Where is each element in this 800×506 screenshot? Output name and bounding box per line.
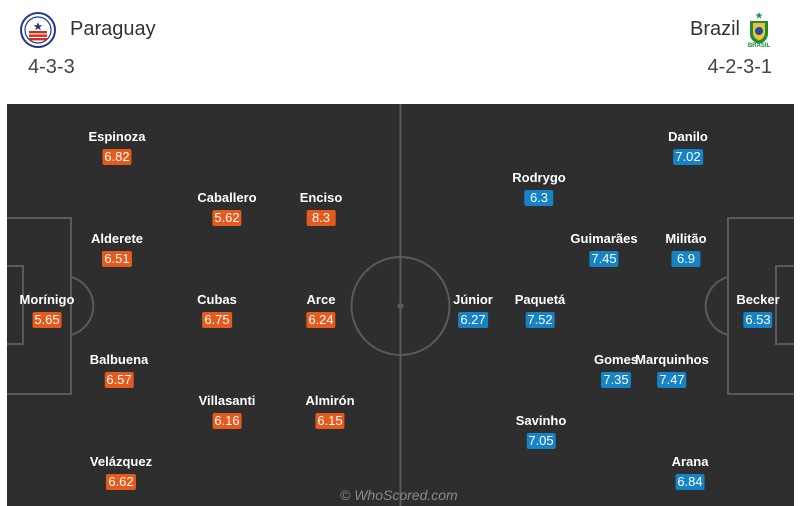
player-cubas[interactable]: Cubas 6.75 (197, 292, 237, 329)
player-militao[interactable]: Militão 6.9 (665, 231, 707, 268)
player-rating: 6.24 (306, 312, 336, 328)
player-name: Militão (665, 231, 707, 246)
player-rating: 7.45 (589, 251, 619, 267)
player-rating: 6.15 (315, 413, 345, 429)
player-name: Morínigo (19, 292, 75, 307)
player-name: Paquetá (514, 292, 566, 307)
player-paqueta[interactable]: Paquetá 7.52 (514, 292, 566, 329)
player-name: Espinoza (88, 129, 146, 144)
player-rating: 6.62 (106, 474, 136, 490)
player-becker[interactable]: Becker 6.53 (736, 292, 780, 329)
pitch-markings (7, 104, 794, 506)
player-name: Arce (306, 292, 336, 307)
player-rodrygo[interactable]: Rodrygo 6.3 (512, 170, 566, 207)
player-almiron[interactable]: Almirón 6.15 (305, 393, 355, 430)
player-rating: 7.02 (673, 149, 703, 165)
player-morinigo[interactable]: Morínigo 5.65 (19, 292, 75, 329)
player-name: Cubas (197, 292, 237, 307)
player-arce[interactable]: Arce 6.24 (306, 292, 336, 329)
player-savinho[interactable]: Savinho 7.05 (515, 413, 567, 450)
player-name: Guimarães (570, 231, 638, 246)
player-danilo[interactable]: Danilo 7.02 (668, 129, 708, 166)
player-name: Danilo (668, 129, 708, 144)
player-name: Alderete (90, 231, 144, 246)
player-junior[interactable]: Júnior 6.27 (453, 292, 493, 329)
away-team-name[interactable]: Brazil (689, 18, 740, 40)
player-name: Savinho (515, 413, 567, 428)
home-formation: 4-3-3 (28, 56, 75, 78)
player-name: Arana (671, 454, 709, 469)
brazil-crest-icon: BRASIL (746, 10, 772, 50)
player-rating: 6.84 (675, 474, 705, 490)
player-name: Almirón (305, 393, 355, 408)
whoscored-watermark: © WhoScored.com (340, 487, 458, 503)
player-rating: 7.35 (601, 372, 631, 388)
player-alderete[interactable]: Alderete 6.51 (91, 231, 143, 268)
player-velazquez[interactable]: Velázquez 6.62 (90, 454, 152, 491)
player-rating: 7.52 (525, 312, 555, 328)
player-rating: 5.62 (212, 210, 242, 226)
player-caballero[interactable]: Caballero 5.62 (197, 190, 257, 227)
player-espinoza[interactable]: Espinoza 6.82 (88, 129, 146, 166)
player-rating: 7.47 (657, 372, 687, 388)
player-rating: 5.65 (32, 312, 62, 328)
player-guimaraes[interactable]: Guimarães 7.45 (570, 231, 638, 268)
player-name: Balbuena (89, 352, 149, 367)
player-balbuena[interactable]: Balbuena 6.57 (89, 352, 149, 389)
player-rating: 6.9 (671, 251, 701, 267)
player-rating: 6.16 (212, 413, 242, 429)
player-marquinhos[interactable]: Marquinhos 7.47 (635, 352, 709, 389)
paraguay-crest-icon (20, 12, 56, 48)
player-rating: 6.51 (102, 251, 132, 267)
away-formation: 4-2-3-1 (707, 56, 772, 78)
player-rating: 6.82 (102, 149, 132, 165)
player-name: Rodrygo (512, 170, 566, 185)
player-name: Marquinhos (635, 352, 709, 367)
pitch: Espinoza 6.82 Caballero 5.62 Enciso 8.3 … (7, 104, 794, 506)
player-name: Becker (736, 292, 780, 307)
player-rating: 6.57 (104, 372, 134, 388)
player-enciso[interactable]: Enciso 8.3 (299, 190, 343, 227)
player-rating: 6.75 (202, 312, 232, 328)
player-rating: 6.27 (458, 312, 488, 328)
player-gomes[interactable]: Gomes 7.35 (594, 352, 638, 389)
player-name: Enciso (299, 190, 343, 205)
player-villasanti[interactable]: Villasanti 6.16 (198, 393, 256, 430)
player-rating: 8.3 (306, 210, 336, 226)
brazil-crest-text: BRASIL (747, 43, 771, 49)
player-rating: 7.05 (526, 433, 556, 449)
home-team-name[interactable]: Paraguay (70, 18, 156, 40)
player-name: Velázquez (89, 454, 153, 469)
player-arana[interactable]: Arana 6.84 (671, 454, 709, 491)
player-rating: 6.53 (743, 312, 773, 328)
player-rating: 6.3 (524, 190, 554, 206)
player-name: Júnior (453, 292, 493, 307)
player-name: Caballero (197, 190, 257, 205)
player-name: Villasanti (198, 393, 256, 408)
match-header: Paraguay 4-3-3 Brazil BRASIL 4-2-3-1 (0, 0, 800, 104)
player-name: Gomes (593, 352, 639, 367)
